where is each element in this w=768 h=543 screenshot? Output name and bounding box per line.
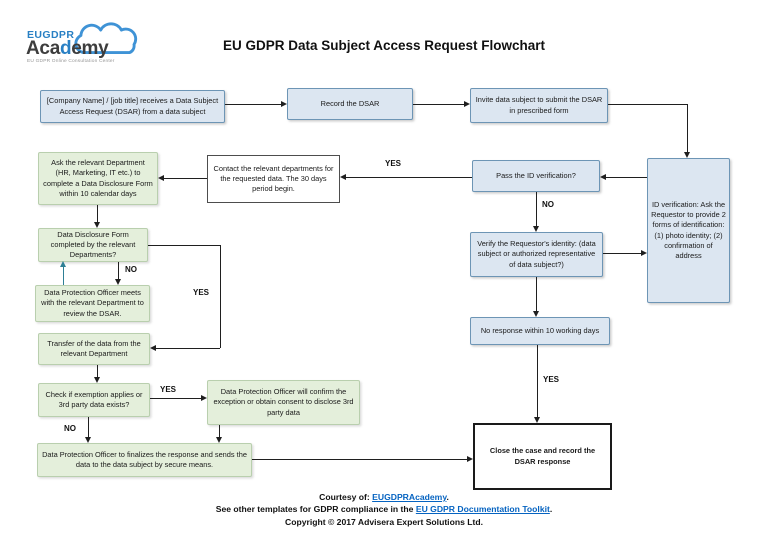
- node-invite-submit: Invite data subject to submit the DSAR i…: [470, 88, 608, 123]
- arrowhead-into-check: [93, 377, 100, 383]
- logo: EUGDPR Academy EU GDPR Online Consultati…: [22, 16, 152, 72]
- connector-noresponse-close: [537, 345, 538, 417]
- connector-check-dpoconfirm: [150, 398, 201, 399]
- node-record-dsar: Record the DSAR: [287, 88, 413, 120]
- edge-label-exemption-yes: YES: [160, 385, 177, 394]
- link-eugdpr-academy[interactable]: EUGDPRAcademy: [372, 492, 447, 502]
- node-disclosure-form-completed: Data Disclosure Form completed by the re…: [38, 228, 148, 262]
- arrowhead-into-noresponse: [532, 311, 539, 317]
- arrowhead-into-idver-left: [641, 249, 647, 256]
- arrowhead-into-close-left: [467, 455, 473, 462]
- connector-transfer-check: [97, 365, 98, 379]
- connector-ask-disclosure: [97, 205, 98, 222]
- logo-academy-d: d: [59, 38, 72, 59]
- copyright-line: Copyright © 2017 Advisera Expert Solutio…: [285, 516, 483, 527]
- connector-verify-idver: [603, 253, 641, 254]
- logo-academy-post: emy: [71, 38, 109, 59]
- arrowhead-into-disclosure: [93, 222, 100, 228]
- arrowhead-into-dpoconfirm: [201, 394, 207, 401]
- edge-label-exemption-no: NO: [64, 424, 76, 433]
- node-dpo-confirm-exception: Data Protection Officer will confirm the…: [207, 380, 360, 425]
- connector-pass-verify: [536, 192, 537, 227]
- connector-invite-idver-h: [608, 104, 687, 105]
- templates-line: See other templates for GDPR compliance …: [0, 503, 768, 515]
- connector-check-finalize: [88, 417, 89, 439]
- arrowhead-into-contact: [340, 173, 346, 180]
- connector-contact-ask: [164, 178, 207, 179]
- templates-suffix: .: [549, 504, 553, 515]
- node-receive-dsar: [Company Name] / [job title] receives a …: [40, 90, 225, 123]
- courtesy-prefix: Courtesy of:: [319, 492, 373, 502]
- edge-label-disclosure-no: NO: [125, 265, 137, 274]
- edge-label-response-yes: YES: [543, 375, 560, 384]
- arrowhead-into-dpomeets: [114, 279, 121, 285]
- arrowhead-into-verify: [532, 226, 539, 232]
- connector-dpomeets-disclosure-loop: [63, 267, 64, 285]
- courtesy-line: Courtesy of: EUGDPRAcademy.: [0, 491, 768, 503]
- cloud-icon: [74, 22, 138, 55]
- node-id-verification: ID verification: Ask the Requestor to pr…: [647, 158, 730, 303]
- arrowhead-into-idver: [683, 152, 690, 158]
- node-no-response: No response within 10 working days: [470, 317, 610, 345]
- logo-tagline: EU GDPR Online Consultation Center: [27, 59, 115, 64]
- arrowhead-loop-up: [59, 261, 66, 267]
- footer: Courtesy of: EUGDPRAcademy. See other te…: [0, 491, 768, 528]
- arrowhead-into-ask: [158, 174, 164, 181]
- node-close-case: Close the case and record the DSAR respo…: [473, 423, 612, 490]
- edge-label-pass-yes: YES: [385, 159, 402, 168]
- page-title: EU GDPR Data Subject Access Request Flow…: [222, 38, 546, 53]
- connector-pass-contact: [346, 177, 472, 178]
- arrowhead-into-transfer: [150, 344, 156, 351]
- logo-academy-text: Academy: [26, 38, 109, 60]
- logo-eugdpr-text: EUGDPR: [27, 29, 75, 41]
- arrowhead-into-pass: [600, 173, 606, 180]
- templates-prefix: See other templates for GDPR compliance …: [215, 504, 416, 515]
- connector-receive-record: [225, 104, 283, 105]
- connector-invite-idver-v: [687, 104, 688, 153]
- link-documentation-toolkit[interactable]: EU GDPR Documentation Toolkit: [415, 504, 550, 515]
- connector-record-invite: [413, 104, 466, 105]
- node-finalize-response: Data Protection Officer to finalizes the…: [37, 443, 252, 477]
- arrowhead-into-finalize-right: [215, 437, 222, 443]
- node-transfer-data: Transfer of the data from the relevant D…: [38, 333, 150, 365]
- node-check-exemption: Check if exemption applies or 3rd party …: [38, 383, 150, 417]
- arrowhead-into-close-top: [533, 417, 540, 423]
- logo-academy-pre: Aca: [26, 38, 60, 59]
- connector-dpoconfirm-finalize: [219, 425, 220, 439]
- node-pass-id-verification: Pass the ID verification?: [472, 160, 600, 192]
- connector-disclosure-transfer-top: [148, 245, 220, 246]
- connector-idver-pass: [606, 177, 647, 178]
- connector-disclosure-transfer-v: [220, 245, 221, 348]
- connector-disclosure-dpomeets: [118, 262, 119, 279]
- connector-verify-noresponse: [536, 277, 537, 311]
- node-ask-department: Ask the relevant Department (HR, Marketi…: [38, 152, 158, 205]
- edge-label-disclosure-yes: YES: [193, 288, 210, 297]
- node-dpo-meets: Data Protection Officer meets with the r…: [35, 285, 150, 322]
- arrowhead-into-record: [281, 100, 287, 107]
- arrowhead-into-invite: [464, 100, 470, 107]
- connector-disclosure-transfer-bottom: [156, 348, 220, 349]
- courtesy-suffix: .: [446, 492, 449, 502]
- edge-label-pass-no: NO: [542, 200, 554, 209]
- node-verify-identity: Verify the Requestor's identity: (data s…: [470, 232, 603, 277]
- node-contact-departments: Contact the relevant departments for the…: [207, 155, 340, 203]
- arrowhead-into-finalize-left: [84, 437, 91, 443]
- connector-finalize-close: [252, 459, 467, 460]
